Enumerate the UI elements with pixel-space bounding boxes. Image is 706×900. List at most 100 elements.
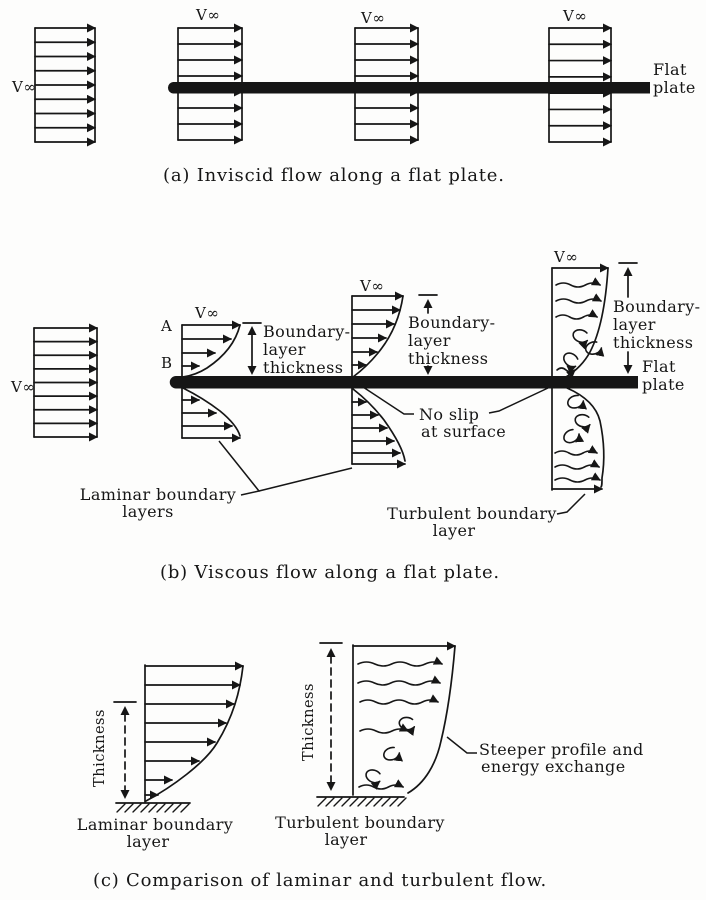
boundary-layer-thickness-label: layer [613, 315, 656, 334]
boundary-layer-thickness-label: thickness [408, 349, 488, 368]
turbulent-envelope-lower [566, 387, 605, 488]
turbulent-c-envelope [407, 645, 456, 794]
laminar2-envelope-lower [352, 388, 406, 462]
no-slip-leader-right [488, 387, 549, 414]
boundary-layer-thickness-label: Boundary- [408, 313, 495, 332]
laminar-boundary-layer-label: layer [127, 832, 170, 851]
steeper-profile-label: energy exchange [481, 757, 626, 776]
boundary-layer-thickness-label: Boundary- [263, 322, 350, 341]
arrowhead [120, 706, 130, 715]
hatch-mark [317, 797, 327, 807]
thickness-label-laminar: Thickness [92, 709, 108, 787]
boundary-layer-thickness-label: thickness [613, 333, 693, 352]
thickness-label-turbulent: Thickness [301, 683, 317, 761]
turbulent-eddy-arrow [563, 428, 585, 444]
laminar-c-envelope [145, 665, 244, 802]
turbulent-eddy-arrow [574, 413, 591, 434]
arrowhead [326, 648, 336, 657]
turbulent-eddy-arrow [584, 341, 605, 357]
v-infinity-label: V∞ [562, 7, 587, 25]
v-infinity-label: V∞ [194, 304, 219, 322]
hatch-mark [333, 797, 343, 807]
generated-flow-geometry [33, 23, 638, 813]
turbulent-wavy-arrow [359, 723, 409, 734]
boundary-layer-thickness-label: layer [408, 331, 451, 350]
no-slip-leader-left [362, 386, 414, 415]
turbulent-boundary-layer-label: Turbulent boundary [275, 813, 445, 832]
flat-plate-label: Flat [653, 60, 687, 79]
hatch-mark [124, 803, 134, 813]
laminar-boundary-layers-label: Laminar boundary [80, 485, 236, 504]
arrowhead [247, 326, 257, 335]
flat-plate-b [169, 376, 638, 389]
hatch-mark [140, 803, 150, 813]
flat-plate-label: plate [653, 78, 696, 97]
turbulent-wavy-arrow [554, 445, 598, 456]
v-infinity-label: V∞ [10, 378, 35, 396]
laminar-layers-leader-2 [258, 467, 353, 492]
turbulent-wavy-arrow [555, 293, 602, 304]
arrowhead [623, 365, 633, 374]
hatch-mark [132, 803, 142, 813]
laminar1-envelope-lower [182, 387, 241, 437]
flat-plate-label: Flat [642, 357, 676, 376]
turbulent-eddy-arrow [567, 394, 587, 410]
caption-c: (c) Comparison of laminar and turbulent … [93, 870, 547, 891]
v-infinity-label: V∞ [359, 277, 384, 295]
hatch-mark [325, 797, 335, 807]
arrowhead [623, 267, 633, 276]
arrowhead [423, 366, 433, 375]
laminar1-envelope [182, 324, 241, 378]
turbulent-boundary-layer-label: layer [433, 521, 476, 540]
hatch-mark [116, 803, 126, 813]
flat-plate-label: plate [642, 375, 685, 394]
turbulent-layer-leader [556, 493, 586, 515]
hatch-mark [172, 803, 182, 813]
turbulent-wavy-arrow [359, 694, 439, 705]
hatch-mark [357, 797, 367, 807]
turbulent-wavy-arrow [554, 472, 601, 483]
flat-plate-a [167, 82, 650, 94]
turbulent-wavy-arrow [555, 277, 601, 288]
boundary-layer-thickness-label: layer [263, 340, 306, 359]
v-infinity-label: V∞ [11, 78, 36, 96]
v-infinity-label: V∞ [195, 6, 220, 24]
steeper-profile-leader [446, 736, 477, 754]
boundary-layer-thickness-label: Boundary- [613, 297, 700, 316]
caption-a: (a) Inviscid flow along a flat plate. [163, 165, 505, 186]
turbulent-eddy-arrow [563, 352, 579, 374]
v-infinity-label: V∞ [360, 9, 385, 27]
hatch-mark [180, 803, 190, 813]
hatch-mark [148, 803, 158, 813]
turbulent-wavy-arrow [357, 675, 441, 686]
no-slip-label: at surface [421, 422, 506, 441]
hatch-mark [164, 803, 174, 813]
arrowhead [120, 790, 130, 799]
turbulent-eddy-arrow [365, 769, 381, 790]
boundary-layer-thickness-label: thickness [263, 358, 343, 377]
hatch-mark [156, 803, 166, 813]
turbulent-wavy-arrow [357, 656, 443, 667]
arrowhead [247, 366, 257, 375]
arrowhead [423, 299, 433, 308]
turbulent-wavy-arrow [556, 367, 576, 379]
v-infinity-label: V∞ [553, 248, 578, 266]
turbulent-wavy-arrow [554, 459, 600, 470]
point-b-label: B [161, 354, 172, 372]
arrowhead [326, 782, 336, 791]
laminar-boundary-layer-label: Laminar boundary [77, 815, 233, 834]
caption-b: (b) Viscous flow along a flat plate. [160, 562, 500, 583]
turbulent-eddy-arrow [383, 746, 403, 762]
turbulent-boundary-layer-label: Turbulent boundary [387, 504, 557, 523]
hatch-mark [349, 797, 359, 807]
turbulent-eddy-arrow [572, 329, 589, 350]
hatch-mark [381, 797, 391, 807]
steeper-profile-label: Steeper profile and [479, 740, 644, 759]
turbulent-wavy-arrow [555, 309, 598, 320]
point-a-label: A [160, 317, 172, 335]
turbulent-wavy-arrow [358, 779, 404, 790]
hatch-mark [365, 797, 375, 807]
hatch-mark [341, 797, 351, 807]
